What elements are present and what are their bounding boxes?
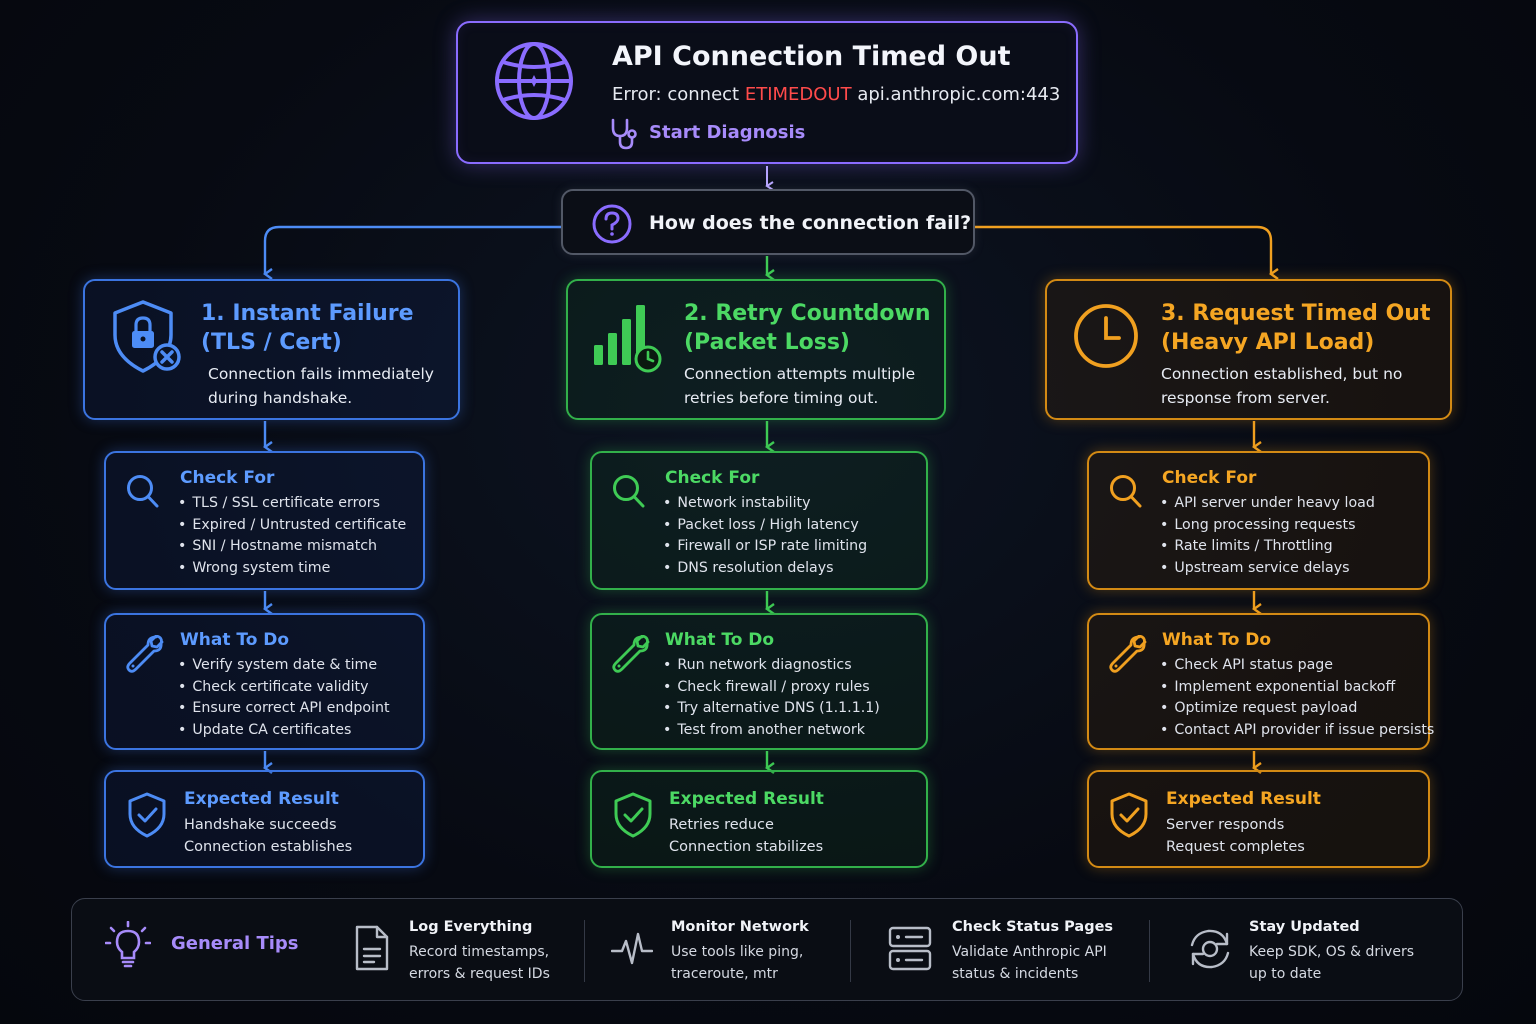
clock-icon	[1073, 303, 1139, 369]
globe-icon	[494, 41, 574, 121]
wrench-icon	[612, 635, 650, 673]
list-item: Firewall or ISP rate limiting	[663, 536, 867, 558]
what-to-do-list: Check API status page Implement exponent…	[1160, 655, 1434, 742]
general-tips-bar: General Tips Log Everything Record times…	[71, 898, 1463, 1001]
what-to-do-title: What To Do	[665, 630, 775, 650]
check-for-title: Check For	[180, 468, 275, 488]
check-for-list: TLS / SSL certificate errors Expired / U…	[178, 493, 406, 580]
list-item: Implement exponential backoff	[1160, 677, 1434, 699]
list-item: Check certificate validity	[178, 677, 390, 699]
divider	[1149, 920, 1150, 982]
tip-monitor-network: Monitor Network Use tools like ping, tra…	[609, 919, 829, 985]
list-item: API server under heavy load	[1160, 493, 1374, 515]
check-for-list: Network instability Packet loss / High l…	[663, 493, 867, 580]
expected-result-title: Expected Result	[184, 789, 339, 809]
search-icon	[126, 474, 160, 510]
lightbulb-icon	[105, 921, 151, 971]
pulse-icon	[611, 931, 653, 967]
branch-header-card: 1. Instant Failure(TLS / Cert) Connectio…	[83, 279, 460, 420]
error-code: ETIMEDOUT	[744, 84, 852, 105]
list-item: SNI / Hostname mismatch	[178, 536, 406, 558]
expected-result-text: Server responds Request completes	[1166, 817, 1305, 855]
document-icon	[353, 925, 391, 973]
signal-bars-clock-icon	[592, 303, 664, 375]
list-item: Contact API provider if issue persists	[1160, 720, 1434, 742]
tip-check-status-pages: Check Status Pages Validate Anthropic AP…	[888, 919, 1138, 985]
wrench-icon	[1109, 635, 1147, 673]
list-item: Verify system date & time	[178, 655, 390, 677]
list-item: Check API status page	[1160, 655, 1434, 677]
error-message: Error: connect ETIMEDOUT api.anthropic.c…	[612, 84, 1061, 105]
what-to-do-card: What To Do Run network diagnostics Check…	[590, 613, 928, 750]
what-to-do-card: What To Do Check API status page Impleme…	[1087, 613, 1434, 750]
list-item: Network instability	[663, 493, 867, 515]
check-for-title: Check For	[1162, 468, 1257, 488]
wrench-icon	[126, 635, 164, 673]
connector-question-branch-1	[265, 225, 561, 274]
server-icon	[888, 925, 932, 973]
branch-title: 2. Retry Countdown(Packet Loss)	[684, 301, 931, 355]
expected-result-title: Expected Result	[669, 789, 824, 809]
check-for-card: Check For API server under heavy load Lo…	[1087, 451, 1430, 590]
branch-title: 3. Request Timed Out(Heavy API Load)	[1161, 301, 1431, 355]
what-to-do-card: What To Do Verify system date & time Che…	[104, 613, 425, 750]
expected-result-text: Retries reduce Connection stabilizes	[669, 817, 824, 855]
error-header-card: API Connection Timed Out Error: connect …	[456, 21, 1078, 164]
list-item: TLS / SSL certificate errors	[178, 493, 406, 515]
what-to-do-list: Verify system date & time Check certific…	[178, 655, 390, 742]
refresh-icon	[1187, 926, 1233, 972]
list-item: Optimize request payload	[1160, 698, 1434, 720]
check-for-title: Check For	[665, 468, 760, 488]
branch-header-card: 3. Request Timed Out(Heavy API Load) Con…	[1045, 279, 1452, 420]
stethoscope-icon	[610, 118, 638, 150]
list-item: Wrong system time	[178, 558, 406, 580]
question-text: How does the connection fail?	[649, 212, 972, 234]
expected-result-card: Expected Result Server responds Request …	[1087, 770, 1430, 868]
list-item: Check firewall / proxy rules	[663, 677, 880, 699]
list-item: Try alternative DNS (1.1.1.1)	[663, 698, 879, 720]
what-to-do-title: What To Do	[180, 630, 290, 650]
check-for-card: Check For Network instability Packet los…	[590, 451, 928, 590]
question-circle-icon	[592, 204, 632, 244]
list-item: Rate limits / Throttling	[1160, 536, 1375, 558]
general-tips-label: General Tips	[171, 933, 299, 954]
list-item: Test from another network	[663, 720, 880, 742]
tip-stay-updated: Stay Updated Keep SDK, OS & drivers up t…	[1187, 919, 1437, 985]
expected-result-title: Expected Result	[1166, 789, 1321, 809]
what-to-do-title: What To Do	[1162, 630, 1272, 650]
list-item: Upstream service delays	[1160, 558, 1375, 580]
tip-log-everything: Log Everything Record timestamps, errors…	[353, 919, 573, 985]
shield-check-icon	[1109, 792, 1149, 838]
divider	[584, 920, 585, 982]
shield-check-icon	[127, 792, 167, 838]
check-for-card: Check For TLS / SSL certificate errors E…	[104, 451, 425, 590]
search-icon	[1109, 474, 1143, 510]
list-item: DNS resolution delays	[663, 558, 867, 580]
what-to-do-list: Run network diagnostics Check firewall /…	[663, 655, 880, 742]
divider	[850, 920, 851, 982]
expected-result-card: Expected Result Handshake succeeds Conne…	[104, 770, 425, 868]
list-item: Expired / Untrusted certificate	[178, 515, 406, 537]
list-item: Long processing requests	[1160, 515, 1375, 537]
shield-lock-icon	[111, 299, 183, 375]
decision-question: How does the connection fail?	[561, 189, 975, 255]
expected-result-text: Handshake succeeds Connection establishe…	[184, 817, 353, 855]
list-item: Run network diagnostics	[663, 655, 880, 677]
page-title: API Connection Timed Out	[612, 41, 1011, 72]
list-item: Packet loss / High latency	[663, 515, 867, 537]
branch-header-card: 2. Retry Countdown(Packet Loss) Connecti…	[566, 279, 946, 420]
search-icon	[612, 474, 646, 510]
shield-check-icon	[613, 792, 653, 838]
list-item: Ensure correct API endpoint	[178, 698, 389, 720]
branch-title: 1. Instant Failure(TLS / Cert)	[201, 301, 414, 355]
start-diagnosis-button[interactable]: Start Diagnosis	[649, 122, 806, 143]
connector-question-branch-3	[975, 225, 1271, 274]
expected-result-card: Expected Result Retries reduce Connectio…	[590, 770, 928, 868]
list-item: Update CA certificates	[178, 720, 390, 742]
check-for-list: API server under heavy load Long process…	[1160, 493, 1375, 580]
